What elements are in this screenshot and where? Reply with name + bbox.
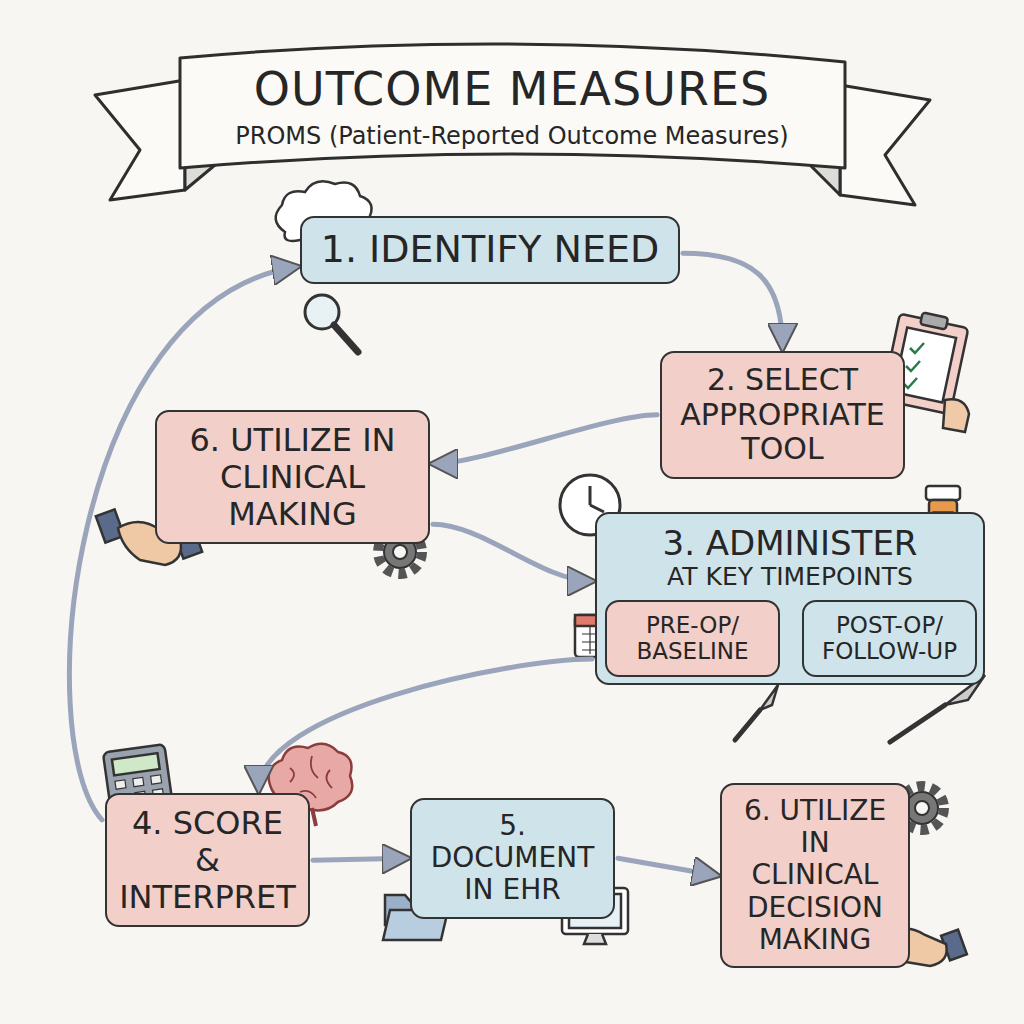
step-box: 1. IDENTIFY NEED (300, 216, 680, 284)
timepoint-box: PRE-OP/ BASELINE (605, 600, 780, 677)
step-box: 6. UTILIZE IN CLINICAL DECISION MAKING (720, 783, 910, 968)
step-label: 3. ADMINISTER (609, 524, 971, 563)
flow-arrow (433, 524, 592, 581)
magnifier-icon (305, 295, 358, 352)
step-label: 4. SCORE & INTERPRET (119, 805, 296, 915)
step-box: 2. SELECT APPROPRIATE TOOL (660, 351, 905, 479)
step-box: 3. ADMINISTERAT KEY TIMEPOINTS PRE-OP/ BA… (595, 512, 985, 685)
flow-arrow (313, 858, 407, 860)
scalpel-icon (735, 675, 985, 742)
step-label: 5. DOCUMENT IN EHR (424, 810, 601, 907)
flow-arrow (618, 858, 717, 875)
step-label: 6. UTILIZE IN CLINICAL MAKING (169, 422, 416, 532)
step-label: AT KEY TIMEPOINTS (609, 563, 971, 592)
title: OUTCOME MEASURES (0, 62, 1024, 116)
timepoint-box: POST-OP/ FOLLOW-UP (802, 600, 977, 677)
step-label: 6. UTILIZE IN CLINICAL DECISION MAKING (734, 795, 896, 956)
step-box: 4. SCORE & INTERPRET (105, 793, 310, 927)
step-box: 6. UTILIZE IN CLINICAL MAKING (155, 410, 430, 544)
flow-arrow (433, 415, 657, 464)
step-label: PRE-OP/ BASELINE (619, 612, 766, 665)
step-box: 5. DOCUMENT IN EHR (410, 798, 615, 919)
step-label: 1. IDENTIFY NEED (314, 228, 666, 272)
flow-arrow (259, 659, 592, 790)
subtitle: PROMS (Patient-Reported Outcome Measures… (0, 122, 1024, 150)
flow-arrow (683, 253, 783, 348)
step-label: 2. SELECT APPROPRIATE TOOL (674, 363, 891, 467)
step-label: POST-OP/ FOLLOW-UP (816, 612, 963, 665)
